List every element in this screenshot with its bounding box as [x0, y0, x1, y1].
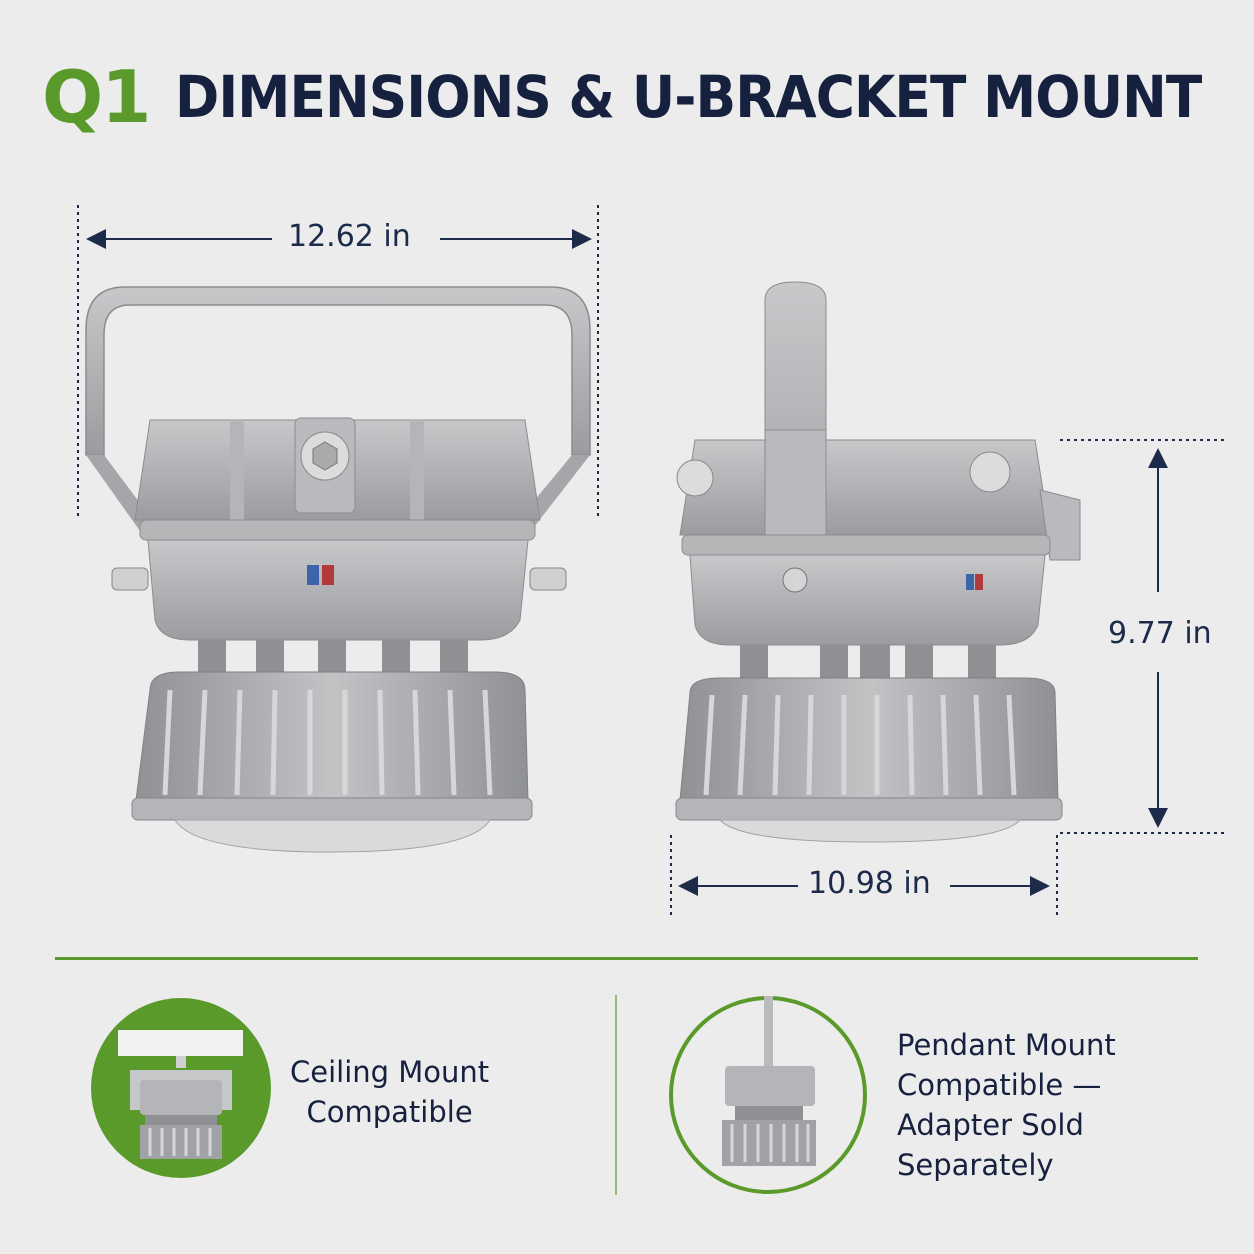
front-width-label: 12.62 in	[278, 219, 421, 254]
ceiling-mount-caption: Ceiling Mount Compatible	[290, 1052, 489, 1132]
front-fixture	[85, 286, 591, 853]
side-height-label: 9.77 in	[1098, 616, 1222, 651]
section-divider	[55, 957, 1198, 960]
ceiling-caption-line2: Compatible	[306, 1095, 473, 1129]
side-width-label: 10.98 in	[798, 866, 941, 901]
page-title: DIMENSIONS & U-BRACKET MOUNT	[175, 63, 1202, 131]
section-badge: Q1	[42, 55, 151, 139]
column-divider	[615, 995, 617, 1195]
ceiling-mount-icon	[91, 998, 271, 1178]
dimension-lines	[77, 205, 1225, 915]
pendant-mount-icon	[669, 996, 867, 1194]
ceiling-caption-line1: Ceiling Mount	[290, 1055, 490, 1089]
pendant-caption-line2: Compatible —	[897, 1068, 1102, 1102]
pendant-mount-caption: Pendant Mount Compatible — Adapter Sold …	[897, 1025, 1116, 1185]
pendant-caption-line3: Adapter Sold	[897, 1108, 1084, 1142]
pendant-caption-line4: Separately	[897, 1148, 1054, 1182]
pendant-caption-line1: Pendant Mount	[897, 1028, 1116, 1062]
header: Q1 DIMENSIONS & U-BRACKET MOUNT	[42, 52, 1254, 142]
side-fixture	[675, 281, 1081, 843]
